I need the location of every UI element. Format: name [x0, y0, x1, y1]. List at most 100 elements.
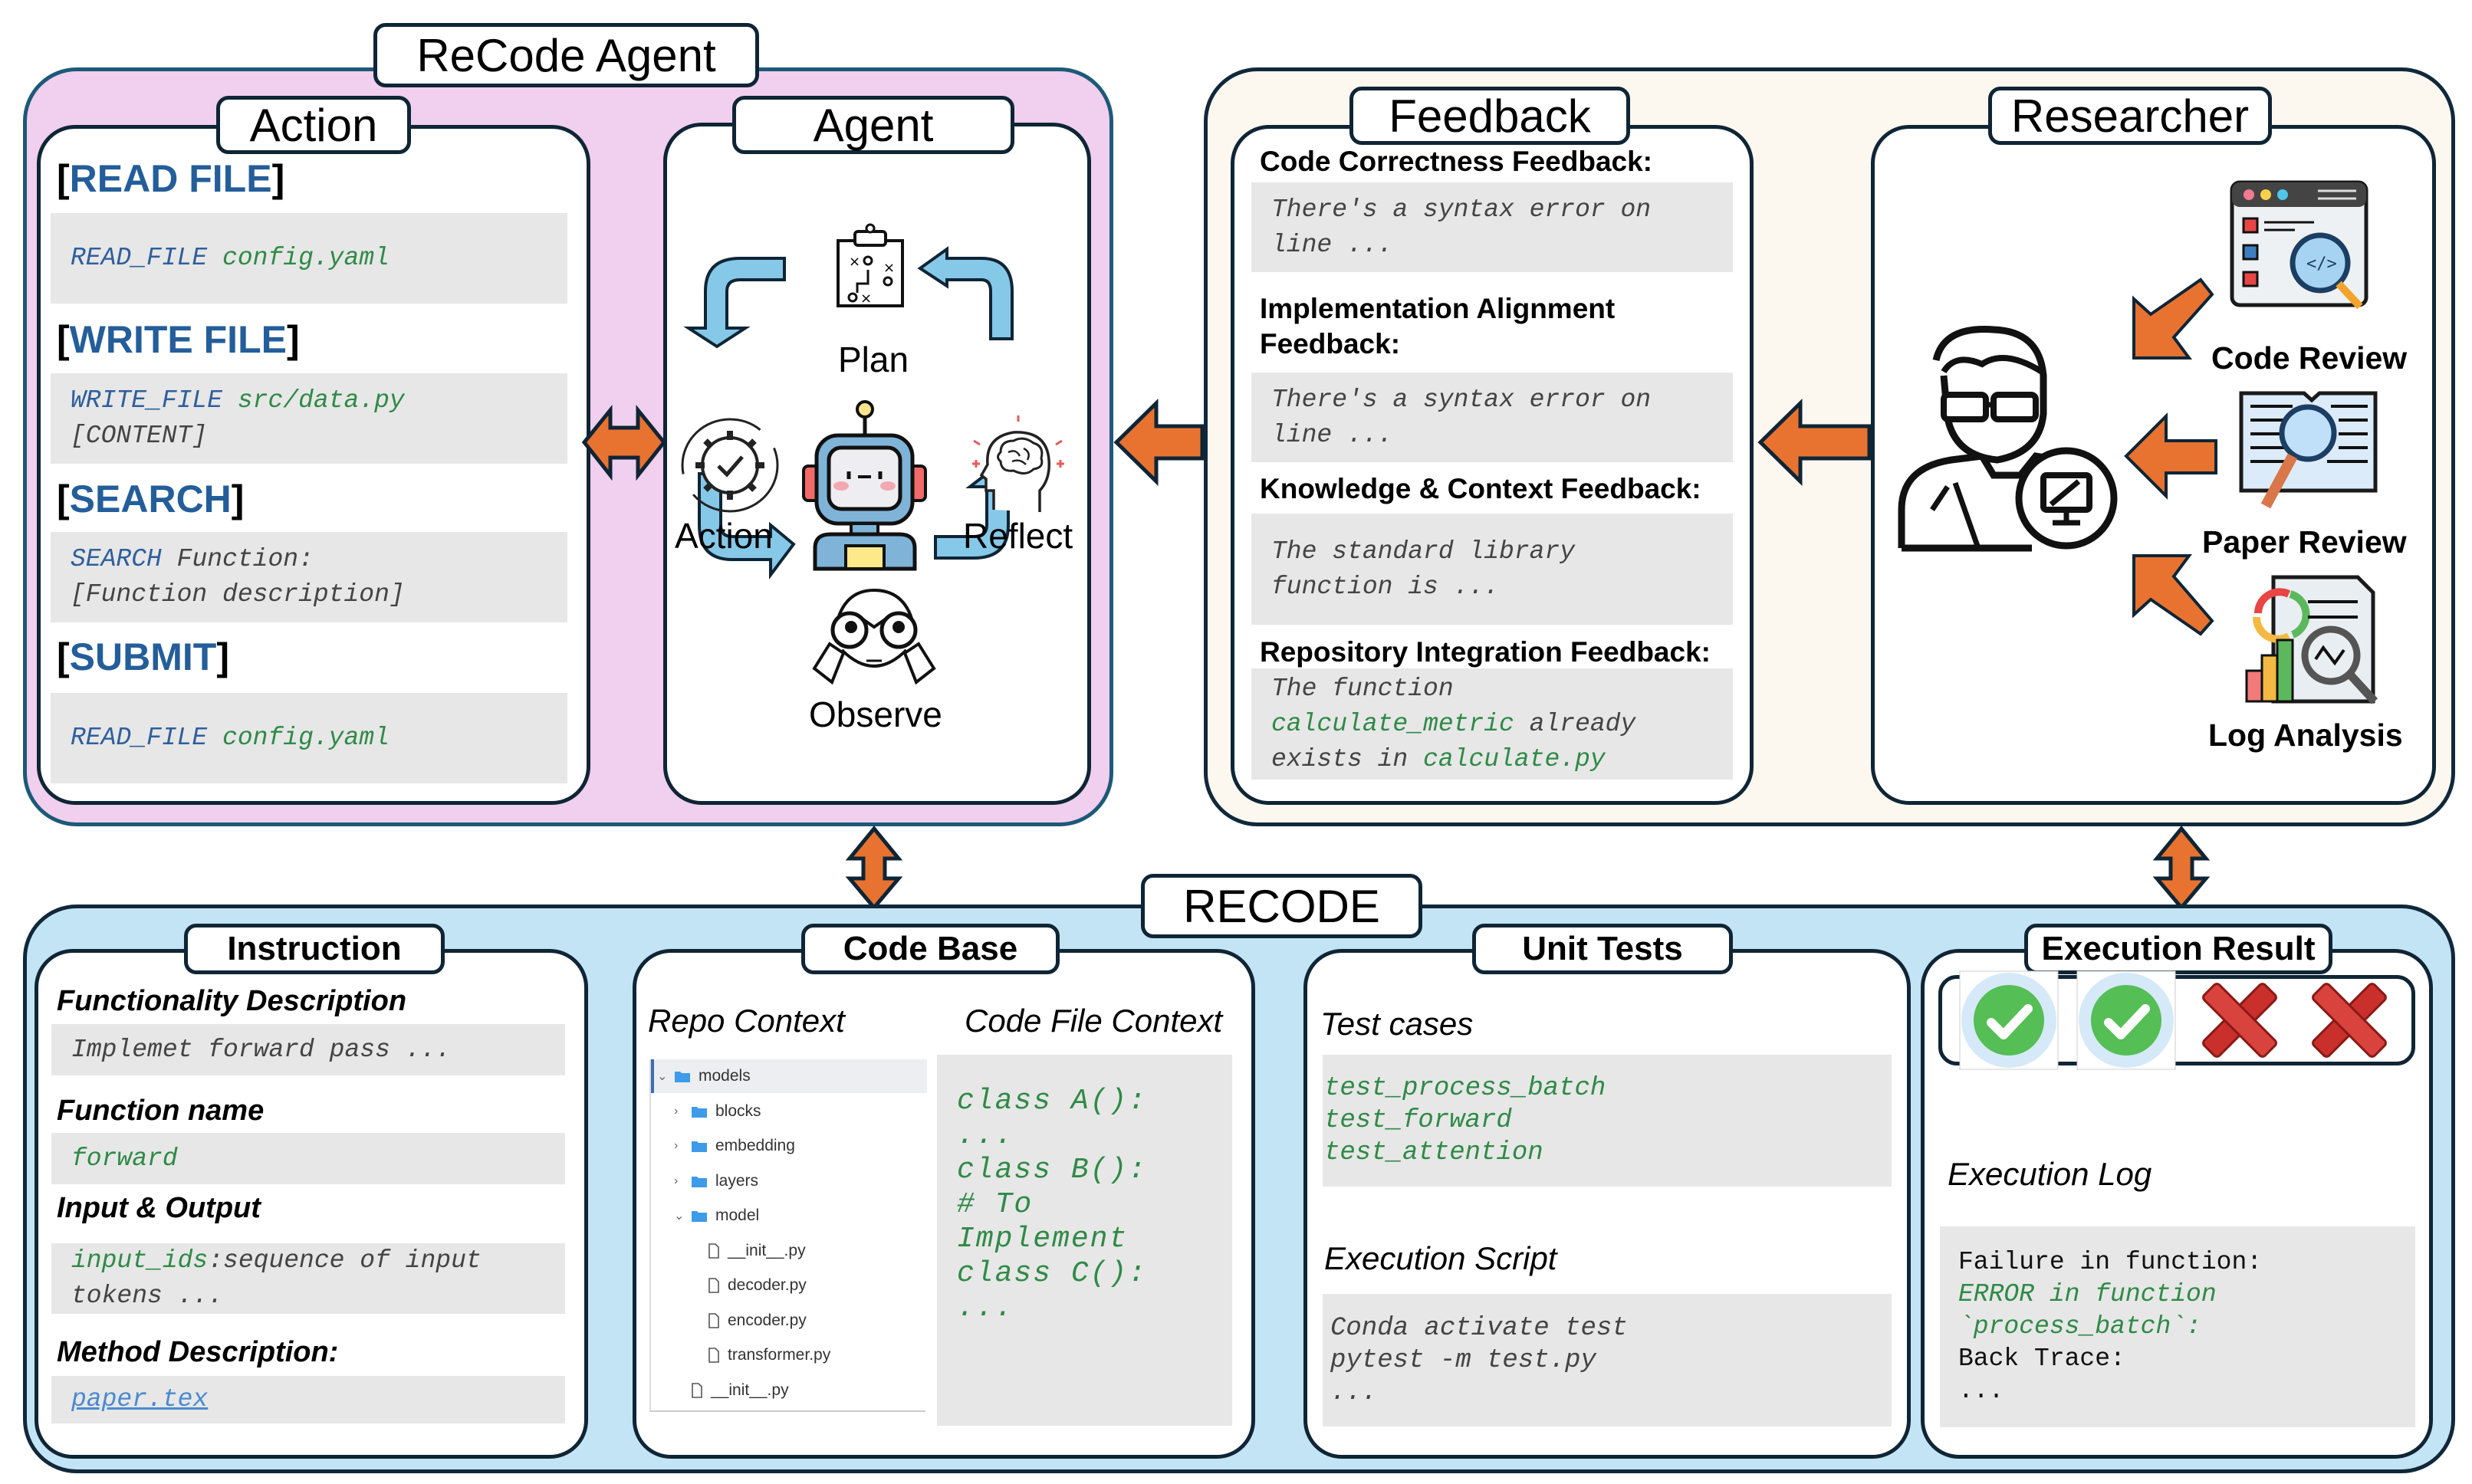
feedback-text-line: function is ... — [1271, 572, 1500, 601]
file-name: calculate.py — [1423, 744, 1606, 773]
paper-review-icon — [2239, 391, 2378, 509]
pass-check-icon — [1959, 970, 2059, 1070]
file-icon — [708, 1277, 720, 1294]
folder-icon — [674, 1069, 691, 1083]
code-arg: Function: — [176, 545, 314, 573]
tree-file[interactable]: __init__.py — [674, 1375, 789, 1406]
code-cmd: READ_FILE — [71, 244, 208, 272]
feedback-text-line: There's a syntax error on — [1271, 385, 1652, 414]
tree-item-label: decoder.py — [728, 1276, 807, 1294]
tree-folder[interactable]: ›embedding — [674, 1131, 795, 1161]
test-case: test_attention — [1324, 1138, 1543, 1167]
tree-item-label: encoder.py — [728, 1311, 807, 1329]
feedback-text-repository-integration: The function calculate_metric already ex… — [1251, 668, 1733, 780]
feedback-text-line: The function — [1271, 674, 1454, 703]
log-analysis-label: Log Analysis — [2208, 717, 2403, 753]
svg-text:</>: </> — [2306, 254, 2337, 274]
function-name-value: forward — [51, 1133, 565, 1184]
tree-file[interactable]: encoder.py — [691, 1305, 807, 1336]
tree-folder[interactable]: ⌄model — [674, 1200, 759, 1231]
folder-icon — [691, 1174, 708, 1188]
feedback-text-line: line ... — [1271, 230, 1393, 259]
execution-script-heading: Execution Script — [1324, 1240, 1557, 1276]
test-results-box — [1938, 970, 2415, 1070]
observe-binoculars-icon — [812, 588, 936, 685]
file-icon — [708, 1347, 720, 1364]
code-base-title-text: Code Base — [843, 930, 1018, 967]
feedback-text-line: The standard library — [1271, 537, 1576, 566]
feedback-heading-code-correctness: Code Correctness Feedback: — [1260, 146, 1653, 177]
io-heading: Input & Output — [57, 1192, 261, 1224]
cycle-label-plan: Plan — [838, 340, 909, 379]
command-submit-code: READ_FILE config.yaml — [51, 693, 567, 783]
researcher-to-feedback-arrow — [1757, 399, 1872, 486]
svg-text:×: × — [860, 291, 872, 307]
io-text: :sequence of input — [208, 1246, 482, 1275]
agent-recode-double-arrow — [845, 826, 903, 911]
code-cmd: WRITE_FILE — [71, 386, 223, 415]
plan-clipboard-icon: × × × — [837, 223, 904, 307]
fail-x-icon — [2194, 974, 2286, 1066]
code-line2: [CONTENT] — [71, 422, 208, 450]
tree-file[interactable]: decoder.py — [691, 1270, 807, 1301]
command-submit-label: [SUBMIT] — [57, 635, 229, 678]
paper-tex-link[interactable]: paper.tex — [71, 1385, 209, 1413]
recode-agent-title-text: ReCode Agent — [416, 29, 716, 81]
chevron-down-icon[interactable]: ⌄ — [674, 1210, 685, 1223]
tree-file[interactable]: __init__.py — [691, 1236, 806, 1266]
instruction-title-text: Instruction — [227, 930, 402, 967]
method-heading: Method Description: — [57, 1336, 339, 1368]
researcher-person-icon — [1898, 326, 2118, 552]
action-title-text: Action — [249, 99, 378, 151]
action-agent-double-arrow — [581, 404, 667, 481]
code-arg: config.yaml — [222, 724, 390, 752]
folder-icon — [691, 1139, 708, 1153]
code-line: class B(): — [957, 1154, 1148, 1187]
log-analysis-icon — [2245, 575, 2378, 704]
execution-log-heading: Execution Log — [1948, 1156, 2152, 1192]
cycle-label-reflect: Reflect — [963, 516, 1073, 556]
function-name-text: forward — [71, 1144, 178, 1173]
tree-item-label: __init__.py — [711, 1381, 789, 1399]
log-analysis-arrow — [2132, 554, 2214, 636]
code-line: class A(): — [957, 1085, 1148, 1118]
execution-log: Failure in function: ERROR in function `… — [1940, 1226, 2415, 1427]
chevron-right-icon[interactable]: › — [674, 1139, 679, 1152]
command-label-text: SEARCH — [69, 478, 232, 520]
tree-folder[interactable]: ›blocks — [674, 1096, 761, 1127]
code-cmd: READ_FILE — [71, 724, 208, 752]
svg-text:×: × — [883, 260, 895, 276]
feedback-heading-repository-integration: Repository Integration Feedback: — [1260, 636, 1711, 668]
command-read-file-code: READ_FILE config.yaml — [51, 213, 567, 304]
cycle-label-observe: Observe — [809, 694, 942, 734]
instruction-title: Instruction — [184, 924, 445, 974]
feedback-text-part: already — [1514, 709, 1636, 738]
paper-review-label: Paper Review — [2202, 524, 2407, 560]
method-value: paper.tex — [51, 1376, 565, 1423]
feedback-text-line: line ... — [1271, 420, 1393, 449]
log-line: ... — [1958, 1377, 2004, 1405]
unit-tests-title: Unit Tests — [1472, 924, 1733, 974]
researcher-recode-double-arrow — [2152, 826, 2211, 911]
chevron-right-icon[interactable]: › — [674, 1174, 679, 1187]
log-line: Failure in function: — [1958, 1248, 2263, 1276]
chevron-right-icon[interactable]: › — [674, 1104, 679, 1118]
functionality-text: Implemet forward pass ... — [51, 1024, 565, 1075]
command-read-file-label: [READ FILE] — [57, 157, 285, 200]
feedback-title-text: Feedback — [1389, 90, 1591, 142]
tree-item-label: models — [699, 1067, 751, 1085]
agent-title: Agent — [732, 96, 1014, 154]
feedback-title: Feedback — [1349, 87, 1630, 145]
command-label-text: SUBMIT — [69, 635, 217, 678]
log-line: `process_batch`: — [1958, 1312, 2201, 1341]
tree-item-label: __init__.py — [728, 1241, 806, 1259]
tree-file[interactable]: transformer.py — [691, 1340, 830, 1371]
code-base-title: Code Base — [801, 924, 1060, 974]
chevron-down-icon[interactable]: ⌄ — [657, 1070, 668, 1083]
tree-folder[interactable]: ⌄ models — [657, 1061, 751, 1092]
unit-tests-title-text: Unit Tests — [1522, 930, 1683, 967]
researcher-title: Researcher — [1988, 87, 2272, 145]
tree-folder[interactable]: ›layers — [674, 1166, 758, 1197]
